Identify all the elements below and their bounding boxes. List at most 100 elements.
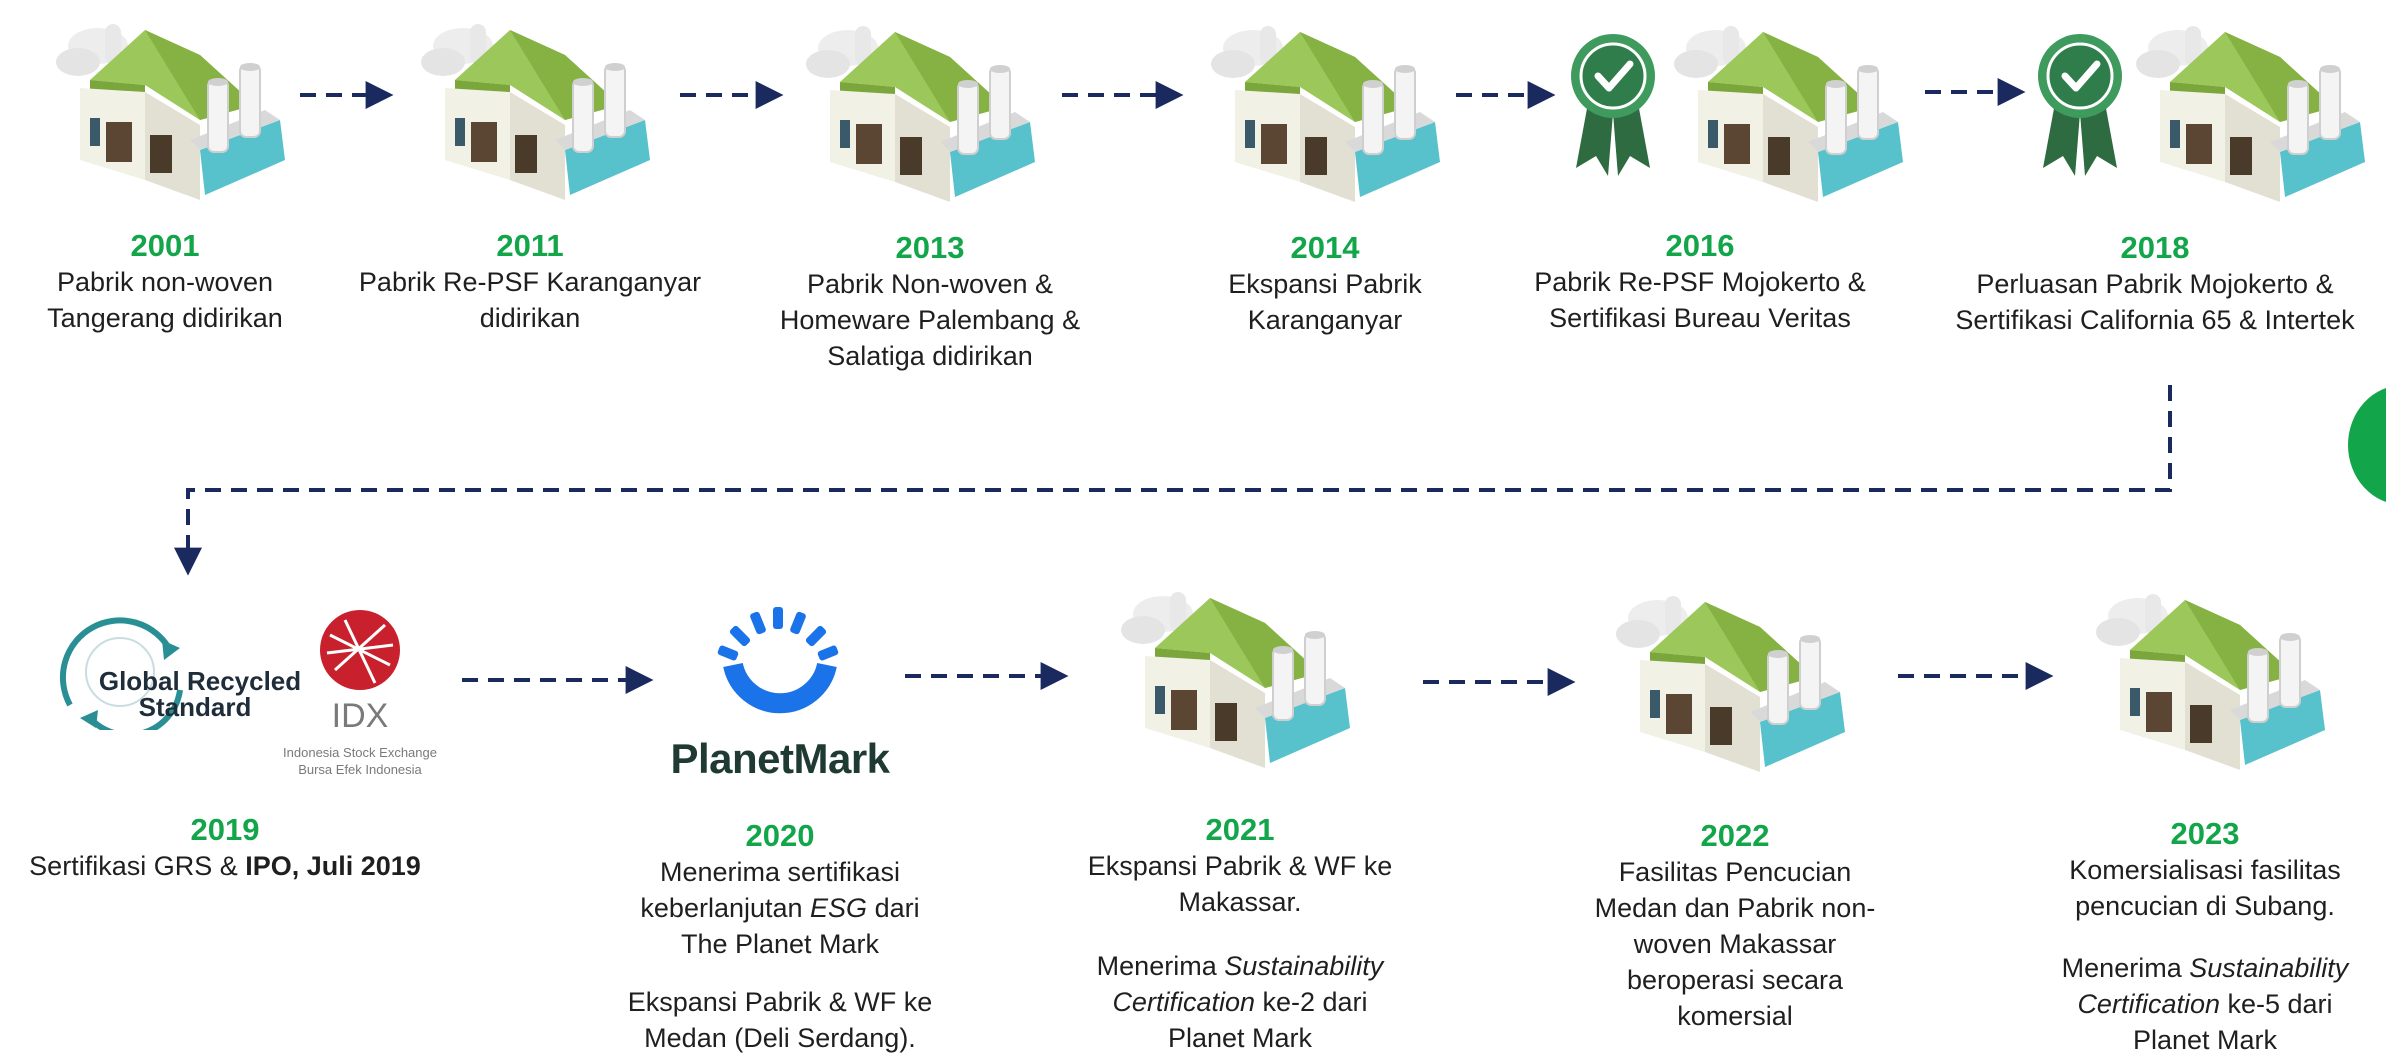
milestone-description: Pabrik Non-woven & Homeware Palembang & … [740, 266, 1120, 374]
milestone-year: 2019 [190, 812, 260, 847]
grs-logo-text: Standard [138, 692, 252, 722]
idx-logo: IDX Indonesia Stock Exchange Bursa Efek … [270, 605, 450, 785]
milestone-description: Perluasan Pabrik Mojokerto & Sertifikasi… [1930, 266, 2380, 338]
desc-line: Planet Mark [1167, 1023, 1313, 1053]
milestone-year: 2011 [496, 228, 564, 263]
desc-line: Certification ke-2 dari [1060, 984, 1420, 1020]
desc-line: pencucian di Subang. [2075, 891, 2335, 921]
milestone-2014: 2014 Ekspansi Pabrik Karanganyar [1170, 230, 1480, 338]
desc-text: Sertifikasi GRS & [29, 851, 246, 881]
desc-line: Karanganyar [1247, 305, 1403, 335]
desc-line: Pabrik Re-PSF Karanganyar [358, 267, 702, 297]
desc-line: Makassar. [1178, 887, 1302, 917]
grs-logo-text: Global Recycled [98, 666, 302, 696]
desc-line: Perluasan Pabrik Mojokerto & [1976, 269, 2334, 299]
idx-emblem-icon [320, 610, 400, 690]
desc-line: Menerima Sustainability [2030, 950, 2380, 986]
milestone-2019: 2019 Sertifikasi GRS & IPO, Juli 2019 [0, 812, 450, 884]
milestone-2023: 2023 Komersialisasi fasilitas pencucian … [2030, 816, 2380, 1058]
planetmark-wordmark: PlanetMark [670, 735, 890, 782]
factory-icon [1668, 12, 1908, 212]
milestone-year: 2014 [1290, 230, 1360, 265]
desc-line: Ekspansi Pabrik & WF ke [1087, 851, 1393, 881]
desc-bold-text: IPO, Juli 2019 [245, 851, 421, 881]
desc-line: Pabrik Non-woven & [806, 269, 1054, 299]
factory-icon [415, 10, 655, 210]
milestone-2021: 2021 Ekspansi Pabrik & WF ke Makassar. M… [1060, 812, 1420, 1056]
milestone-2013: 2013 Pabrik Non-woven & Homeware Palemba… [740, 230, 1120, 374]
desc-line: Homeware Palembang & [779, 305, 1081, 335]
factory-icon [2130, 12, 2370, 212]
planetmark-icon [717, 607, 839, 714]
milestone-year: 2018 [2120, 230, 2190, 265]
milestone-year: 2021 [1205, 812, 1275, 847]
desc-text: Menerima [1096, 951, 1225, 981]
milestone-year: 2013 [895, 230, 965, 265]
desc-line: The Planet Mark [680, 929, 880, 959]
milestone-description: Ekspansi Pabrik & WF ke Makassar. Meneri… [1060, 848, 1420, 1056]
desc-line: Salatiga didirikan [827, 341, 1033, 371]
factory-icon [1115, 578, 1355, 778]
desc-italic-text: Certification [1112, 987, 1255, 1017]
desc-line: Komersialisasi fasilitas [2069, 855, 2341, 885]
milestone-2011: 2011 Pabrik Re-PSF Karanganyar didirikan [330, 228, 730, 336]
milestone-description: Pabrik non-woven Tangerang didirikan [20, 264, 310, 336]
desc-italic-text: Certification [2077, 989, 2220, 1019]
milestone-2001: 2001 Pabrik non-woven Tangerang didirika… [20, 228, 310, 336]
desc-text: dari [867, 893, 920, 923]
factory-icon [50, 10, 290, 210]
desc-line: Ekspansi Pabrik [1228, 269, 1422, 299]
milestone-description: Pabrik Re-PSF Karanganyar didirikan [330, 264, 730, 336]
desc-line: Planet Mark [2132, 1025, 2278, 1055]
desc-line: Certification ke-5 dari [2030, 986, 2380, 1022]
planetmark-logo: PlanetMark [660, 605, 900, 795]
desc-line: Menerima sertifikasi [659, 857, 901, 887]
milestone-2022: 2022 Fasilitas Pencucian Medan dan Pabri… [1560, 818, 1910, 1034]
milestone-year: 2001 [130, 228, 200, 263]
milestone-year: 2020 [745, 818, 815, 853]
desc-text: ke-5 dari [2220, 989, 2333, 1019]
desc-line: komersial [1677, 1001, 1793, 1031]
milestone-description: Menerima sertifikasi keberlanjutan ESG d… [600, 854, 960, 1056]
desc-line: keberlanjutan ESG dari [600, 890, 960, 926]
desc-line: woven Makassar [1633, 929, 1837, 959]
dashed-arrow-icon [174, 385, 2172, 576]
desc-line: Pabrik non-woven [56, 267, 274, 297]
grs-logo: Global Recycled Standard [30, 610, 301, 738]
desc-text: keberlanjutan [640, 893, 811, 923]
milestone-description: Komersialisasi fasilitas pencucian di Su… [2030, 852, 2380, 1058]
desc-italic-text: Sustainability [1224, 951, 1384, 981]
milestone-2020: 2020 Menerima sertifikasi keberlanjutan … [600, 818, 960, 1056]
desc-line: beroperasi secara [1626, 965, 1844, 995]
desc-line: Medan (Deli Serdang). [644, 1023, 916, 1053]
desc-line: Medan dan Pabrik non- [1594, 893, 1876, 923]
decorative-circle [2348, 385, 2386, 505]
desc-italic-text: Sustainability [2189, 953, 2349, 983]
milestone-description: Sertifikasi GRS & IPO, Juli 2019 [0, 848, 450, 884]
desc-text: Menerima [2061, 953, 2190, 983]
desc-line: Sertifikasi Bureau Veritas [1549, 303, 1851, 333]
desc-line: Tangerang didirikan [47, 303, 283, 333]
milestone-year: 2016 [1665, 228, 1735, 263]
factory-icon [1205, 12, 1445, 212]
certification-badge-icon [2035, 28, 2125, 178]
milestone-year: 2023 [2170, 816, 2240, 851]
milestone-description: Fasilitas Pencucian Medan dan Pabrik non… [1560, 854, 1910, 1034]
milestone-2018: 2018 Perluasan Pabrik Mojokerto & Sertif… [1930, 230, 2380, 338]
desc-text: ke-2 dari [1255, 987, 1368, 1017]
milestone-year: 2022 [1700, 818, 1770, 853]
factory-icon [800, 12, 1040, 212]
idx-name: IDX [331, 697, 389, 735]
factory-icon [1610, 582, 1850, 782]
desc-line: didirikan [479, 303, 581, 333]
certification-badge-icon [1568, 28, 1658, 178]
desc-italic-text: ESG [810, 893, 868, 923]
factory-icon [2090, 580, 2330, 780]
milestone-description: Ekspansi Pabrik Karanganyar [1170, 266, 1480, 338]
desc-line: Pabrik Re-PSF Mojokerto & [1534, 267, 1866, 297]
desc-line: Fasilitas Pencucian [1618, 857, 1852, 887]
idx-subtitle: Bursa Efek Indonesia [298, 762, 422, 777]
milestone-2016: 2016 Pabrik Re-PSF Mojokerto & Sertifika… [1500, 228, 1900, 336]
idx-subtitle: Indonesia Stock Exchange [283, 745, 437, 760]
desc-line: Sertifikasi California 65 & Intertek [1955, 305, 2355, 335]
